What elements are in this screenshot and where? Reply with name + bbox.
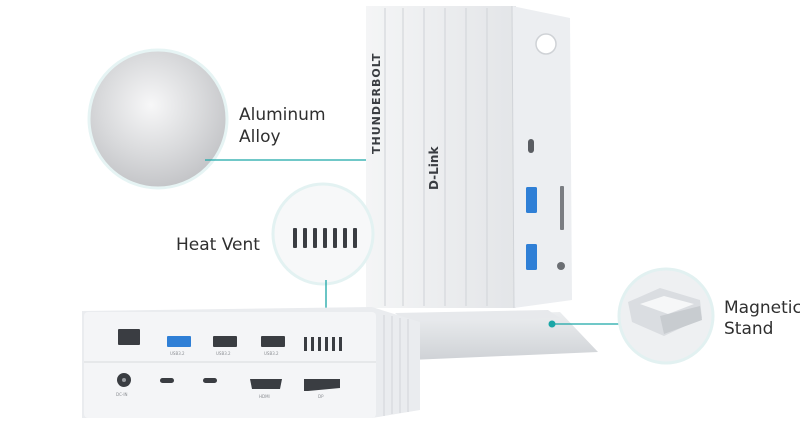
port-label-usb-a1: USB3.2 — [170, 351, 185, 356]
horizontal-dock — [82, 307, 420, 418]
port-label-hdmi: HDMI — [259, 394, 270, 399]
usb-a-port-3 — [261, 336, 285, 347]
port-label-usb-c: USB3.2 — [264, 351, 279, 356]
usb-c-port-2 — [203, 378, 217, 383]
port-label-usb-a2: USB3.2 — [216, 351, 231, 356]
port-label-dp: DP — [318, 394, 324, 399]
heat-vent-label: Heat Vent — [176, 235, 260, 255]
ethernet-port — [118, 329, 140, 345]
power-button — [535, 33, 557, 55]
heat-vent-slots — [293, 228, 357, 248]
usb-c-port-1 — [160, 378, 174, 383]
dock-vent-slots — [304, 337, 342, 351]
dlink-logo-text: D-Link — [427, 146, 441, 190]
audio-jack — [557, 262, 565, 270]
magnetic-label-line1: Magnetic — [724, 298, 800, 318]
magnetic-label-line2: Stand — [724, 319, 774, 339]
sd-slot — [560, 186, 564, 230]
tower-usb-a-port-2 — [526, 244, 537, 270]
aluminum-alloy-label: Aluminum Alloy — [239, 104, 326, 148]
aluminum-label-line1: Aluminum — [239, 105, 326, 125]
usb-a-port-2 — [213, 336, 237, 347]
aluminum-label-line2: Alloy — [239, 127, 281, 147]
tower-usb-a-port-1 — [526, 187, 537, 213]
hdmi-port — [250, 379, 282, 389]
port-label-dc-in: DC-IN — [116, 392, 128, 397]
tower-usb-c-port — [528, 139, 534, 153]
aluminum-texture-circle — [87, 48, 229, 190]
stand-base-top — [395, 310, 560, 322]
dp-port — [304, 379, 340, 391]
magnetic-stand-label: Magnetic Stand — [724, 298, 800, 340]
tower-dock — [366, 5, 572, 309]
magnetic-callout-dot — [548, 320, 556, 328]
thunderbolt-logo-text: THUNDERBOLT — [370, 53, 383, 154]
usb-a-blue-port — [167, 336, 191, 347]
stand-base — [380, 312, 598, 360]
